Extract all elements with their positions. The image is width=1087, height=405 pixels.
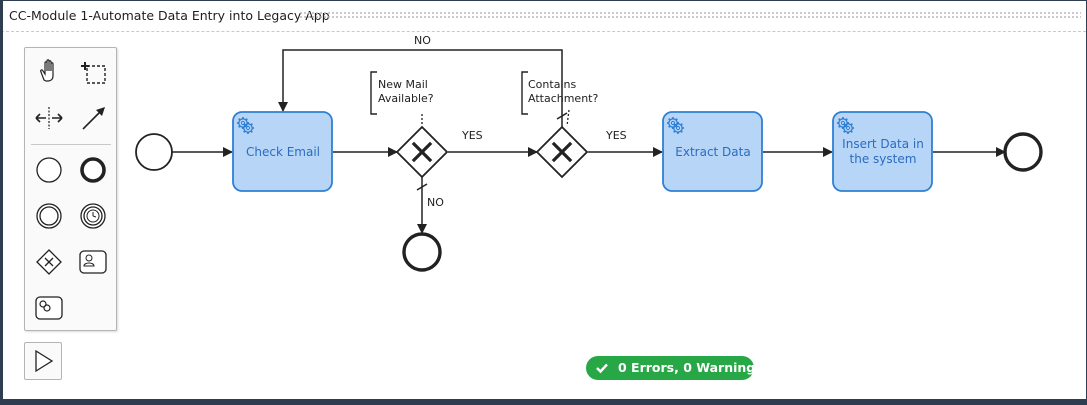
connect-tool[interactable]: [75, 100, 111, 136]
gateway-icon: [36, 249, 62, 275]
end-event-no-mail[interactable]: [402, 232, 442, 272]
timer-event-icon: [80, 203, 106, 229]
run-button[interactable]: [24, 342, 62, 380]
sequence-flows: [172, 49, 1006, 234]
lasso-tool-icon: [81, 62, 106, 84]
task-label: Extract Data: [675, 145, 750, 159]
end-event-icon: [80, 157, 106, 183]
flow-label-gw1-yes: YES: [461, 129, 483, 142]
window-bottom-border: [0, 399, 1087, 405]
status-badge[interactable]: 0 Errors, 0 Warnings: [586, 356, 763, 380]
flow-gateway2-no-loop[interactable]: [278, 49, 563, 127]
space-tool[interactable]: [31, 100, 67, 136]
end-event[interactable]: [1003, 132, 1043, 172]
create-end-event[interactable]: [75, 152, 111, 188]
hand-tool[interactable]: [31, 54, 67, 90]
create-gateway[interactable]: [31, 244, 67, 280]
create-timer-event[interactable]: [75, 198, 111, 234]
start-event[interactable]: [135, 133, 173, 171]
create-intermediate-event[interactable]: [31, 198, 67, 234]
create-service-task[interactable]: [31, 290, 67, 326]
annotation-contains-attachment[interactable]: Contains Attachment?: [521, 71, 598, 115]
task-extract-data[interactable]: Extract Data: [662, 111, 763, 192]
flow-gateway2-no-tick: [556, 112, 568, 120]
flow-label-loop-no: NO: [414, 34, 431, 47]
annotation-new-mail[interactable]: New Mail Available?: [370, 71, 434, 115]
drag-grip[interactable]: [299, 11, 1081, 20]
connect-tool-icon: [82, 107, 105, 130]
start-event-icon: [36, 157, 62, 183]
gateway-contains-attachment[interactable]: [535, 125, 589, 179]
task-insert-data[interactable]: Insert Data in the system: [832, 111, 933, 192]
tool-palette: [24, 47, 117, 331]
space-tool-icon: [35, 107, 63, 129]
annotation-association-2: [566, 109, 570, 127]
create-start-event[interactable]: [31, 152, 67, 188]
create-user-task[interactable]: [75, 244, 111, 280]
gateway-new-mail[interactable]: [395, 125, 449, 179]
play-icon: [35, 349, 54, 373]
lasso-tool[interactable]: [75, 54, 111, 90]
intermediate-event-icon: [36, 203, 62, 229]
task-check-email[interactable]: Check Email: [232, 111, 333, 192]
task-label: Check Email: [246, 145, 320, 159]
palette-separator: [31, 144, 111, 145]
status-text: 0 Errors, 0 Warnings: [618, 360, 763, 375]
annotation-line-2: Attachment?: [528, 92, 598, 105]
title-bar: CC-Module 1-Automate Data Entry into Leg…: [1, 1, 1086, 32]
flow-label-gw2-yes: YES: [605, 129, 627, 142]
annotation-line-2: Available?: [378, 92, 434, 105]
flow-label-gw1-no: NO: [427, 196, 444, 209]
flow-gateway1-no-tick: [416, 183, 428, 191]
annotation-line-1: New Mail: [378, 78, 428, 91]
task-label-line-2: the system: [850, 152, 917, 166]
window-title: CC-Module 1-Automate Data Entry into Leg…: [9, 8, 330, 23]
hand-tool-icon: [40, 59, 54, 82]
window-left-border: [0, 0, 3, 405]
check-icon: [596, 363, 608, 374]
annotation-line-1: Contains: [528, 78, 576, 91]
service-task-icon: [35, 296, 63, 320]
user-task-icon: [79, 250, 107, 274]
task-label-line-1: Insert Data in: [842, 137, 924, 151]
